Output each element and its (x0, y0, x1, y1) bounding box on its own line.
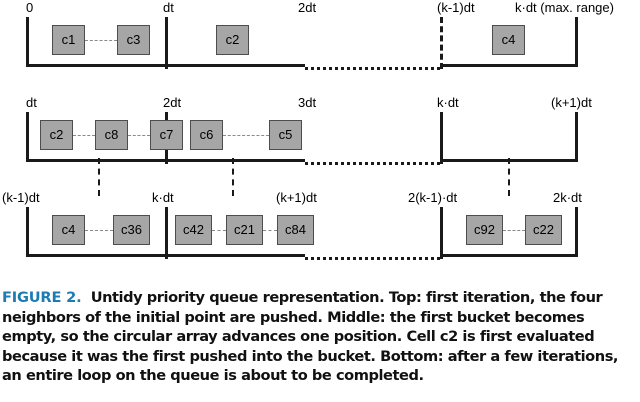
queue-cell[interactable]: c92 (466, 215, 503, 245)
tick-label: 2k·dt (553, 190, 582, 205)
tick-label: 2(k-1)·dt (408, 190, 458, 205)
figure-label: FIGURE 2. (2, 289, 82, 306)
bucket-bracket-right (440, 207, 578, 257)
queue-cell[interactable]: c5 (269, 120, 302, 150)
queue-cell[interactable]: c36 (113, 215, 150, 245)
cell-link (85, 230, 113, 231)
bucket-divider (165, 207, 168, 259)
tick-label: dt (26, 95, 37, 110)
bucket-divider-dashed (440, 17, 443, 69)
tick-label: dt (163, 0, 174, 15)
bucket-bracket-right (440, 112, 578, 162)
figure-caption-text: Untidy priority queue representation. To… (2, 289, 619, 385)
bucket-divider (440, 112, 443, 164)
queue-cell[interactable]: c22 (525, 215, 562, 245)
bucket-gap-dots (305, 257, 440, 260)
queue-row-middle: dt 2dt 3dt k·dt (k+1)dt c2 c8 c7 c6 c5 (0, 95, 640, 185)
bucket-bracket-right (440, 17, 578, 67)
queue-cell[interactable]: c3 (117, 25, 150, 55)
queue-cell[interactable]: c2 (216, 25, 249, 55)
queue-cell[interactable]: c4 (52, 215, 85, 245)
bucket-gap-dots (305, 162, 440, 165)
queue-row-bottom: (k-1)dt k·dt (k+1)dt 2(k-1)·dt 2k·dt c4 … (0, 190, 640, 280)
tick-label: (k+1)dt (551, 95, 592, 110)
queue-cell[interactable]: c1 (52, 25, 85, 55)
queue-cell[interactable]: c8 (95, 120, 128, 150)
tick-label: 2dt (298, 0, 317, 15)
cell-link (503, 230, 525, 231)
tick-label: (k-1)dt (2, 190, 40, 205)
cell-link (263, 230, 277, 231)
wrap-connector-dashed (508, 158, 510, 196)
bucket-divider (440, 207, 443, 259)
cell-link (212, 230, 226, 231)
tick-label: k·dt (152, 190, 174, 205)
tick-label: k·dt (437, 95, 459, 110)
queue-cell[interactable]: c4 (492, 25, 525, 55)
queue-cell[interactable]: c21 (226, 215, 263, 245)
queue-cell[interactable]: c42 (175, 215, 212, 245)
cell-link (73, 135, 95, 136)
cell-link (128, 135, 150, 136)
queue-row-top: 0 dt 2dt (k-1)dt k·dt (max. range) c1 c3… (0, 0, 640, 90)
queue-cell[interactable]: c2 (40, 120, 73, 150)
tick-label: (k-1)dt (437, 0, 475, 15)
figure-caption: FIGURE 2. Untidy priority queue represen… (0, 288, 636, 386)
tick-label: 2dt (163, 95, 182, 110)
queue-cell[interactable]: c84 (277, 215, 314, 245)
tick-label: (k+1)dt (276, 190, 317, 205)
queue-cell[interactable]: c7 (150, 120, 183, 150)
cell-link (85, 40, 117, 41)
cell-link (223, 135, 269, 136)
tick-label: 3dt (298, 95, 317, 110)
bucket-gap-dots (305, 67, 440, 70)
tick-label: k·dt (max. range) (515, 0, 614, 15)
wrap-connector-dashed (98, 158, 100, 196)
tick-label: 0 (26, 0, 34, 15)
wrap-connector-dashed (232, 158, 234, 196)
queue-cell[interactable]: c6 (190, 120, 223, 150)
bucket-divider (165, 17, 168, 69)
figure-diagram: 0 dt 2dt (k-1)dt k·dt (max. range) c1 c3… (0, 0, 640, 280)
